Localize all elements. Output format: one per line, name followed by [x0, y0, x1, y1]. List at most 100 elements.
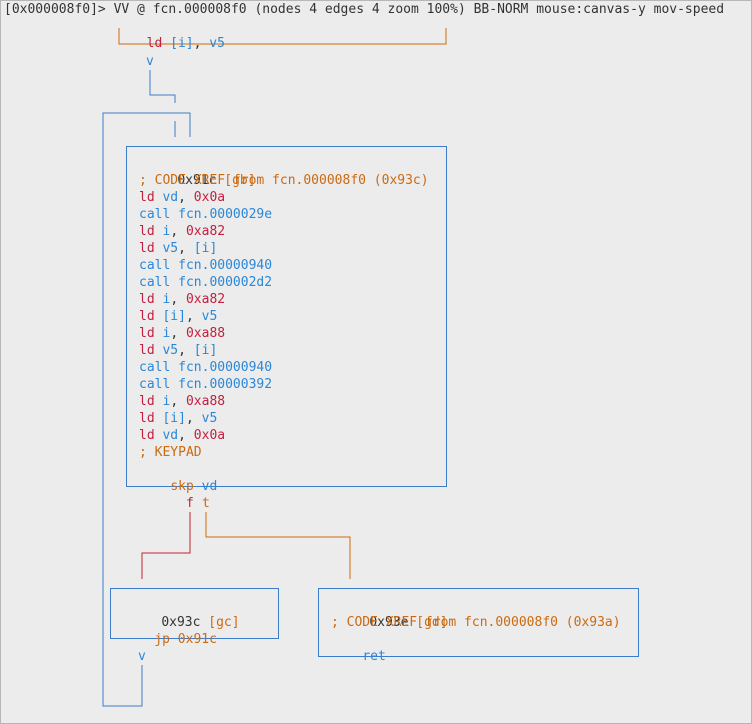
- operand: [i]: [170, 36, 194, 51]
- operand: i: [162, 224, 171, 239]
- operand: 0x91c: [177, 632, 217, 647]
- edge-label-down: v: [146, 54, 154, 69]
- operand: vd: [162, 428, 179, 443]
- operand: fcn.00000940: [178, 360, 273, 375]
- instruction-line: ret: [331, 631, 386, 682]
- xref-comment: ; CODE XREF from fcn.000008f0 (0x93c): [139, 173, 429, 188]
- operand: i: [162, 326, 171, 341]
- operand: fcn.00000392: [178, 377, 273, 392]
- keypad-comment: ; KEYPAD: [139, 445, 202, 460]
- operand: i: [162, 292, 171, 307]
- mnemonic: ret: [362, 649, 386, 664]
- operand: fcn.00000940: [178, 258, 273, 273]
- block-tag: [gd]: [416, 615, 448, 630]
- mnemonic: ld: [139, 241, 155, 256]
- mnemonic: call: [139, 360, 171, 375]
- instruction-line: ld [i], v5: [139, 410, 217, 427]
- separator: ,: [178, 428, 194, 443]
- block-header: 0x93c [gc]: [130, 597, 240, 648]
- separator: ,: [178, 190, 194, 205]
- separator: ,: [185, 309, 202, 324]
- basic-block-0x93e[interactable]: 0x93e [gd] ; CODE XREF from fcn.000008f0…: [318, 588, 639, 664]
- edge-label-true: t: [202, 496, 210, 511]
- separator: ,: [170, 394, 186, 409]
- mnemonic: call: [139, 275, 171, 290]
- operand: vd: [162, 190, 179, 205]
- separator: ,: [178, 241, 194, 256]
- basic-block-0x93c[interactable]: 0x93c [gc] jp 0x91c: [110, 588, 279, 647]
- mnemonic: ld: [139, 394, 155, 409]
- operand: 0xa88: [185, 394, 226, 409]
- operand: v5: [201, 411, 218, 426]
- mnemonic: skp: [170, 479, 194, 494]
- mnemonic: ld: [139, 224, 155, 239]
- status-line: [0x000008f0]> VV @ fcn.000008f0 (nodes 4…: [4, 2, 725, 17]
- block-address: 0x93c: [161, 615, 201, 630]
- instruction-line: ld vd, 0x0a: [139, 189, 225, 206]
- instruction-line: jp 0x91c: [123, 614, 217, 665]
- mnemonic: ld: [139, 309, 155, 324]
- operand: 0xa88: [185, 326, 226, 341]
- edge-top-node-outline: [118, 28, 447, 45]
- operand: [i]: [162, 309, 186, 324]
- block-address: 0x93e: [369, 615, 409, 630]
- mnemonic: call: [139, 258, 171, 273]
- separator: ,: [170, 326, 186, 341]
- mnemonic: ld: [139, 343, 155, 358]
- basic-block-0x91c[interactable]: 0x91c [gb] ; CODE XREF from fcn.000008f0…: [126, 146, 447, 494]
- operand: v5: [162, 343, 179, 358]
- edge-true-branch: [205, 512, 351, 579]
- separator: ,: [193, 36, 210, 51]
- instruction-line: ld v5, [i]: [139, 342, 217, 359]
- block-header: 0x93e [gd]: [338, 597, 448, 648]
- instruction-line: ld i, 0xa88: [139, 325, 225, 342]
- mnemonic: jp: [154, 632, 170, 647]
- block-tag: [gc]: [208, 615, 240, 630]
- instruction-line: ld v5, [i]: [139, 240, 217, 257]
- instruction-line: ld i, 0xa82: [139, 223, 225, 240]
- mnemonic: ld: [139, 428, 155, 443]
- instruction-line: call fcn.00000392: [139, 376, 272, 393]
- mnemonic: ld: [146, 36, 163, 51]
- separator: ,: [170, 224, 186, 239]
- mnemonic: ld: [139, 411, 155, 426]
- operand: v5: [209, 36, 225, 51]
- operand: 0xa82: [185, 224, 226, 239]
- block-tag: [gb]: [224, 173, 256, 188]
- instruction-line: ld vd, 0x0a: [139, 427, 225, 444]
- block-address: 0x91c: [177, 173, 217, 188]
- mnemonic: ld: [139, 292, 155, 307]
- edge-label-down: v: [138, 649, 146, 664]
- operand: fcn.0000029e: [178, 207, 273, 222]
- operand: i: [162, 394, 171, 409]
- top-node-line: ld [i], v5: [131, 18, 225, 52]
- operand: v5: [162, 241, 179, 256]
- separator: ,: [178, 343, 194, 358]
- operand: 0x0a: [193, 428, 226, 443]
- instruction-line: skp vd: [139, 461, 217, 512]
- edge-loop-back: [102, 112, 191, 707]
- operand: v5: [201, 309, 218, 324]
- operand: [i]: [162, 411, 186, 426]
- instruction-line: ld i, 0xa88: [139, 393, 225, 410]
- operand: fcn.000002d2: [178, 275, 273, 290]
- instruction-line: ld i, 0xa82: [139, 291, 225, 308]
- separator: ,: [185, 411, 202, 426]
- mnemonic: call: [139, 377, 171, 392]
- edge-label-false: f: [186, 496, 194, 511]
- edge-false-branch: [141, 512, 191, 579]
- edge-top-to-main: [149, 70, 176, 103]
- separator: ,: [170, 292, 186, 307]
- instruction-line: call fcn.000002d2: [139, 274, 272, 291]
- instruction-line: call fcn.00000940: [139, 359, 272, 376]
- mnemonic: call: [139, 207, 171, 222]
- xref-comment: ; CODE XREF from fcn.000008f0 (0x93a): [331, 615, 621, 630]
- mnemonic: ld: [139, 190, 155, 205]
- block-header: 0x91c [gb]: [146, 155, 256, 206]
- operand: [i]: [193, 241, 218, 256]
- mnemonic: ld: [139, 326, 155, 341]
- operand: 0x0a: [193, 190, 226, 205]
- instruction-line: ld [i], v5: [139, 308, 217, 325]
- instruction-line: call fcn.00000940: [139, 257, 272, 274]
